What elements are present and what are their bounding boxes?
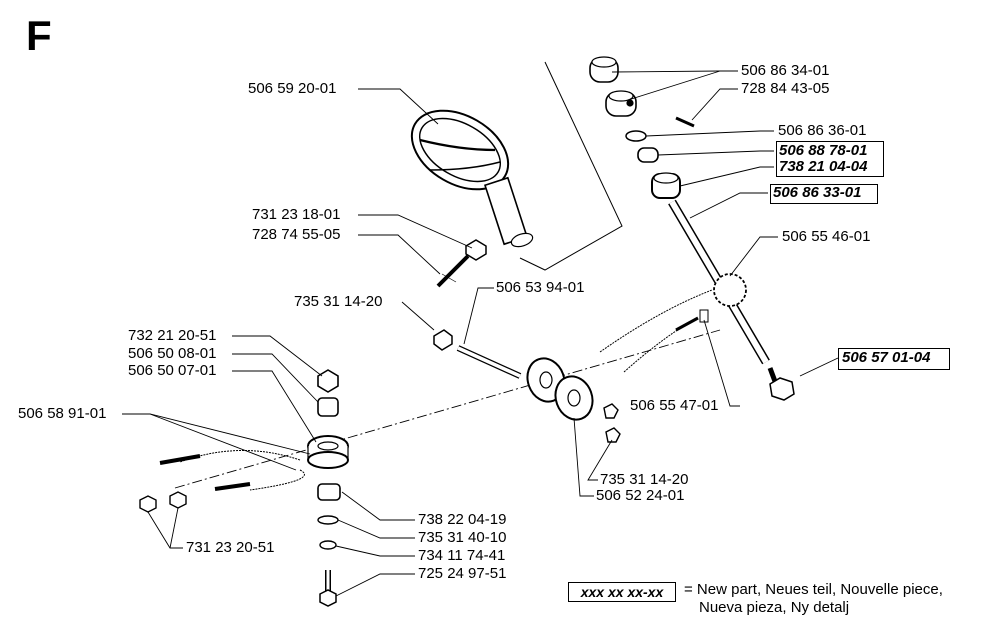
new-parts-box bbox=[776, 141, 884, 177]
new-part-box bbox=[770, 184, 878, 204]
part-label: 506 52 24-01 bbox=[596, 487, 685, 504]
part-label: 728 84 43-05 bbox=[741, 80, 830, 97]
centerline bbox=[174, 329, 721, 489]
part-label: 735 31 40-10 bbox=[418, 529, 507, 546]
shaft-bolt-drawing bbox=[767, 367, 795, 401]
part-label: 738 21 04-04 bbox=[779, 158, 868, 175]
part-label: 728 74 55-05 bbox=[252, 226, 341, 243]
left-nuts-drawing bbox=[139, 491, 187, 513]
steering-shaft-drawing bbox=[668, 199, 770, 365]
part-label: 725 24 97-51 bbox=[418, 565, 507, 582]
legend-line-2: Nueva pieza, Ny detalj bbox=[699, 599, 850, 616]
part-label: 506 50 07-01 bbox=[128, 362, 217, 379]
group-bracket bbox=[519, 61, 623, 271]
part-label: 506 50 08-01 bbox=[128, 345, 217, 362]
column-pulley-drawing bbox=[307, 369, 349, 607]
part-label: 731 23 18-01 bbox=[252, 206, 341, 223]
part-label: 506 55 46-01 bbox=[782, 228, 871, 245]
steering-wheel-drawing bbox=[410, 109, 534, 248]
part-label: 734 11 74-41 bbox=[418, 547, 506, 564]
part-label: 506 53 94-01 bbox=[496, 279, 585, 296]
steering-cables-drawing bbox=[159, 289, 713, 491]
part-label: 731 23 20-51 bbox=[186, 539, 275, 556]
part-label: 735 31 14-20 bbox=[294, 293, 383, 310]
part-label: 506 55 47-01 bbox=[630, 397, 719, 414]
part-label: 732 21 20-51 bbox=[128, 327, 217, 344]
part-label: 738 22 04-19 bbox=[418, 511, 507, 528]
part-label: 735 31 14-20 bbox=[600, 471, 689, 488]
part-label: 506 86 33-01 bbox=[773, 184, 862, 201]
pulley-axle-drawing bbox=[433, 329, 522, 379]
part-label: 506 86 34-01 bbox=[741, 62, 830, 79]
part-label: 506 59 20-01 bbox=[248, 80, 337, 97]
part-label: 506 88 78-01 bbox=[779, 142, 868, 159]
pulleys-drawing bbox=[526, 357, 621, 443]
legend-key: xxx xx xx-xx bbox=[568, 582, 676, 602]
part-label: 506 57 01-04 bbox=[842, 349, 931, 366]
part-label: 506 58 91-01 bbox=[18, 405, 107, 422]
section-letter: F bbox=[26, 12, 52, 59]
part-label: 506 86 36-01 bbox=[778, 122, 867, 139]
leader-lines bbox=[122, 70, 839, 597]
wheel-bolt-drawing bbox=[436, 239, 487, 288]
new-part-box bbox=[838, 348, 950, 370]
column-bushings-drawing bbox=[589, 56, 695, 199]
legend-line-1: = New part, Neues teil, Nouvelle piece, bbox=[684, 581, 943, 598]
